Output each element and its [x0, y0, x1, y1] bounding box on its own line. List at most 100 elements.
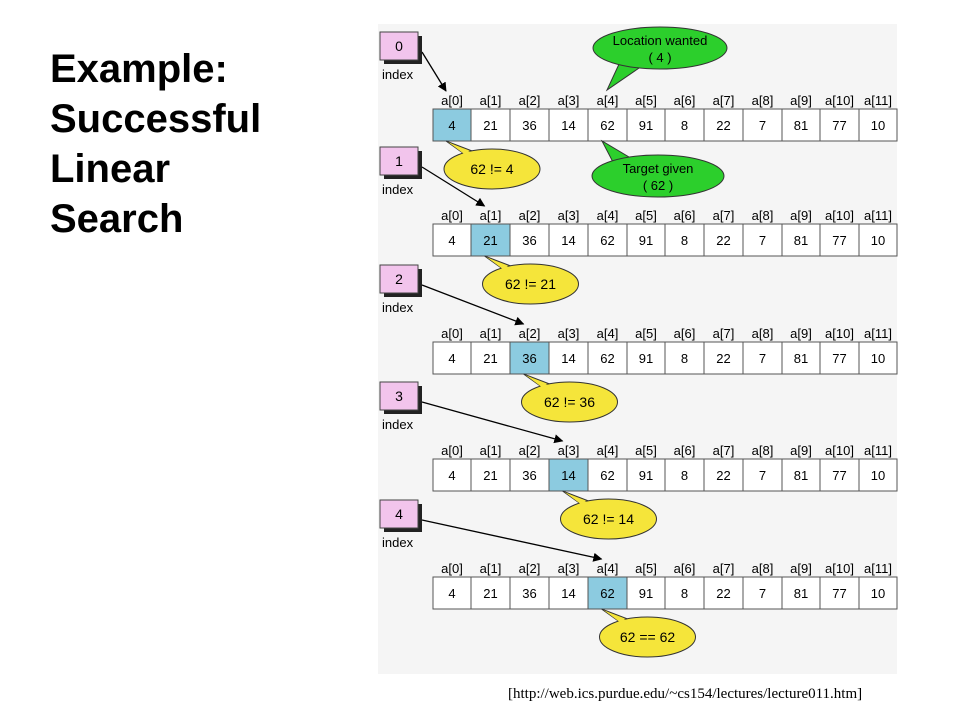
highlighted-cell — [432, 108, 472, 142]
array-index-label: a[8] — [752, 561, 774, 576]
array-index-label: a[9] — [790, 443, 812, 458]
pointer-arrow — [421, 401, 564, 444]
comparison-text: 62 != 21 — [505, 276, 556, 292]
array-index-label: a[6] — [674, 93, 696, 108]
pointer-arrow — [421, 51, 447, 92]
callout-text: Location wanted — [613, 33, 708, 48]
array-index-label: a[4] — [597, 561, 619, 576]
callout-text: Target given — [623, 161, 694, 176]
array-index-label: a[1] — [480, 561, 502, 576]
array-index-label: a[1] — [480, 326, 502, 341]
cell-value: 14 — [561, 586, 575, 601]
array-cell — [781, 108, 821, 142]
array-cell — [626, 108, 666, 142]
array-index-label: a[1] — [480, 443, 502, 458]
index-value: 4 — [395, 506, 403, 522]
comparison-text: 62 != 14 — [583, 511, 634, 527]
array-cell — [587, 223, 628, 257]
comparison-bubble — [521, 381, 618, 423]
array-index-label: a[10] — [825, 93, 854, 108]
cell-value: 10 — [871, 233, 885, 248]
array-index-label: a[7] — [713, 443, 735, 458]
cell-value: 10 — [871, 586, 885, 601]
cell-value: 10 — [871, 468, 885, 483]
highlighted-cell — [470, 223, 511, 257]
array-cell — [819, 223, 860, 257]
callout-text: ( 62 ) — [643, 178, 673, 193]
cell-value: 81 — [794, 118, 808, 133]
array-cell — [703, 576, 744, 610]
cell-value: 77 — [832, 233, 846, 248]
cell-value: 4 — [448, 233, 455, 248]
cell-value: 14 — [561, 233, 575, 248]
index-value: 2 — [395, 271, 403, 287]
cell-value: 8 — [681, 586, 688, 601]
cell-value: 10 — [871, 351, 885, 366]
array-index-label: a[5] — [635, 208, 657, 223]
cell-value: 14 — [561, 351, 575, 366]
cell-value: 7 — [759, 586, 766, 601]
cell-value: 7 — [759, 118, 766, 133]
index-box — [379, 499, 419, 529]
array-cell — [858, 341, 898, 375]
bubble-tail-fill — [603, 610, 642, 630]
cell-value: 8 — [681, 351, 688, 366]
cell-value: 8 — [681, 118, 688, 133]
array-index-label: a[0] — [441, 326, 463, 341]
array-index-label: a[3] — [558, 326, 580, 341]
cell-value: 7 — [759, 468, 766, 483]
array-index-label: a[9] — [790, 93, 812, 108]
array-index-label: a[4] — [597, 326, 619, 341]
comparison-text: 62 != 4 — [470, 161, 513, 177]
array-index-label: a[9] — [790, 326, 812, 341]
index-box — [379, 264, 419, 294]
comparison-bubble — [482, 263, 579, 305]
comparison-bubble — [599, 616, 696, 658]
array-cell — [858, 108, 898, 142]
index-label: index — [382, 300, 414, 315]
cell-value: 36 — [522, 468, 536, 483]
cell-value: 62 — [600, 468, 614, 483]
highlighted-cell — [548, 458, 589, 492]
highlighted-cell — [587, 576, 628, 610]
array-cell — [548, 108, 589, 142]
array-index-label: a[6] — [674, 443, 696, 458]
cell-value: 21 — [483, 468, 497, 483]
array-index-label: a[3] — [558, 208, 580, 223]
array-index-label: a[10] — [825, 326, 854, 341]
array-cell — [819, 341, 860, 375]
index-label: index — [382, 417, 414, 432]
array-cell — [781, 341, 821, 375]
cell-value: 22 — [716, 468, 730, 483]
array-index-label: a[10] — [825, 208, 854, 223]
index-box — [379, 146, 419, 176]
array-cell — [703, 223, 744, 257]
array-index-label: a[7] — [713, 93, 735, 108]
array-cell — [664, 223, 705, 257]
array-index-label: a[5] — [635, 443, 657, 458]
array-index-label: a[11] — [864, 208, 892, 223]
array-cell — [587, 108, 628, 142]
array-index-label: a[7] — [713, 561, 735, 576]
cell-value: 81 — [794, 586, 808, 601]
array-cell — [509, 108, 550, 142]
location-wanted-callout — [592, 26, 728, 70]
array-index-label: a[9] — [790, 208, 812, 223]
array-cell — [432, 223, 472, 257]
index-value: 1 — [395, 153, 403, 169]
cell-value: 21 — [483, 351, 497, 366]
array-cell — [432, 458, 472, 492]
array-index-label: a[8] — [752, 208, 774, 223]
array-index-label: a[8] — [752, 93, 774, 108]
array-index-label: a[10] — [825, 443, 854, 458]
cell-value: 7 — [759, 233, 766, 248]
highlighted-cell — [509, 341, 550, 375]
cell-value: 8 — [681, 468, 688, 483]
comparison-bubble — [560, 498, 657, 540]
array-index-label: a[0] — [441, 93, 463, 108]
array-cell — [703, 458, 744, 492]
array-cell — [432, 576, 472, 610]
cell-value: 81 — [794, 468, 808, 483]
title-line-1: Example: — [50, 47, 228, 91]
array-cell — [626, 458, 666, 492]
